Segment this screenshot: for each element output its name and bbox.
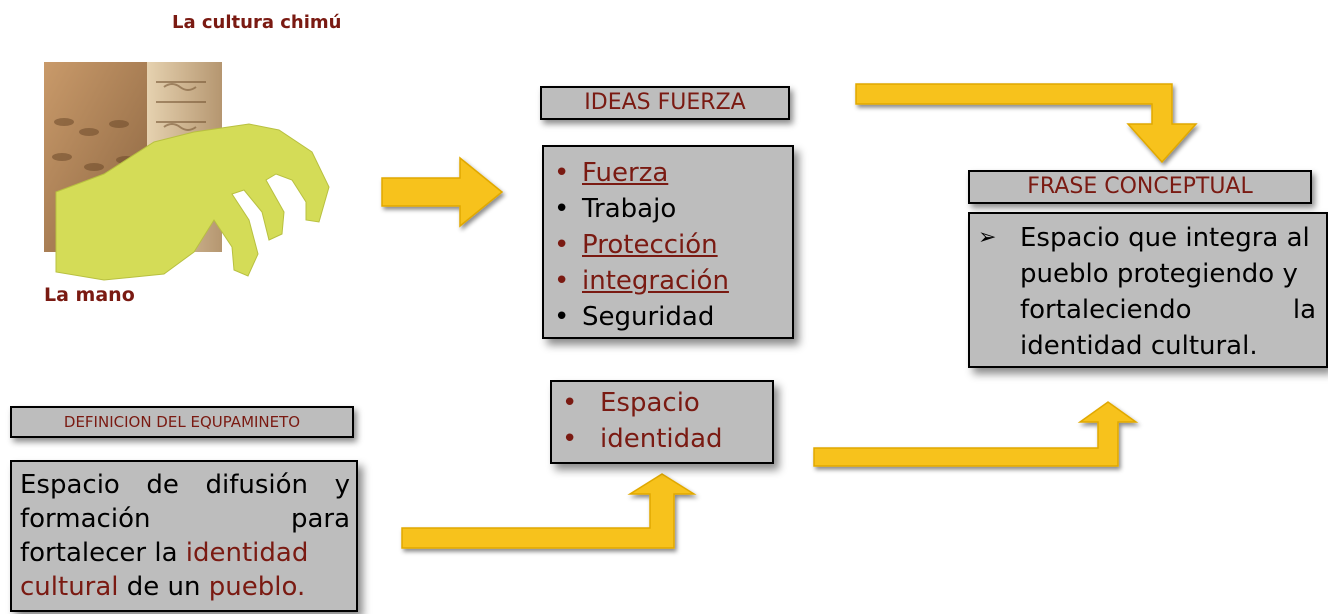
arrow-elbow-bottom-left-icon xyxy=(401,473,697,549)
definicion-line: fortalecer la identidad xyxy=(20,538,309,568)
idea-item: •Protección xyxy=(554,230,718,260)
arrow-elbow-top-icon xyxy=(855,83,1198,164)
frase-line: pueblo protegiendo y xyxy=(1020,259,1298,289)
ideas-box: •Fuerza •Trabajo •Protección •integració… xyxy=(542,145,794,339)
space-box: •Espacio •identidad xyxy=(550,380,774,464)
idea-item: •Trabajo xyxy=(554,194,677,224)
definicion-line: cultural de un pueblo. xyxy=(20,572,306,602)
ideas-list: •Fuerza •Trabajo •Protección •integració… xyxy=(544,155,792,335)
definicion-label: DEFINICION DEL EQUPAMINETO xyxy=(10,406,354,438)
hand-label: La mano xyxy=(44,284,135,306)
chimu-image xyxy=(44,62,334,292)
arrow-elbow-bottom-right-icon xyxy=(813,401,1139,467)
space-item: •Espacio xyxy=(562,388,700,418)
ideas-fuerza-label: IDEAS FUERZA xyxy=(540,86,790,120)
space-list: •Espacio •identidad xyxy=(552,385,772,457)
idea-item: •Seguridad xyxy=(554,302,715,332)
space-item: •identidad xyxy=(562,424,723,454)
culture-title: La cultura chimú xyxy=(172,12,342,33)
frase-line: identidad cultural. xyxy=(1020,331,1258,361)
arrow-bullet-icon: ➢ xyxy=(978,225,997,250)
arrow-right-icon xyxy=(381,156,504,228)
idea-item: •Fuerza xyxy=(554,158,669,188)
frase-box: ➢ Espacio que integra al pueblo protegie… xyxy=(968,212,1328,368)
idea-item: •integración xyxy=(554,266,729,296)
frase-line: Espacio que integra al xyxy=(1020,223,1310,253)
frase-conceptual-label: FRASE CONCEPTUAL xyxy=(968,170,1312,204)
hand-illustration xyxy=(44,62,330,281)
